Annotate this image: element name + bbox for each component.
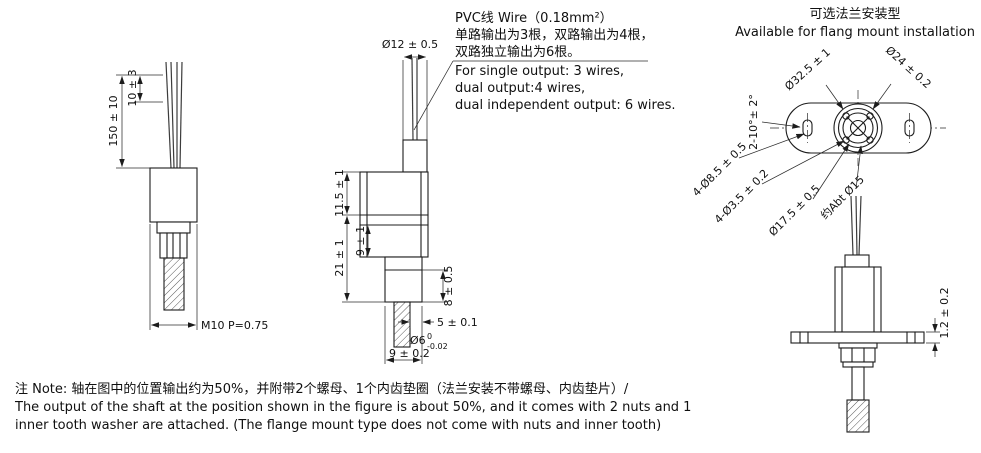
side-view-wires [411,57,418,141]
leader-17-5 [812,143,850,200]
nut-facet-lines [851,347,865,363]
side-view: Ø12 ± 0.5 11.5 ± 1 21 ± 1 [333,38,478,364]
wire-note-leader-line [413,60,454,131]
flange-side-body-lines [841,266,875,333]
flange-side-shaft [851,366,865,401]
wire-note-line-2: 单路输出为3根，双路输出为4根， [455,27,654,43]
leader-8-5 [738,133,805,159]
dim-9: 9 ± 1 [354,226,367,256]
flange-side-wires [850,195,862,256]
dim-strip-length: 10 ± 3 [126,69,139,106]
dim-shaft-tolerance-upper: 0 [427,332,432,341]
note-line-3: inner tooth washer are attached. (The fl… [15,418,661,433]
dim-17-5: Ø17.5 ± 0.5 [766,182,822,238]
flange-plate-slot-lines [799,331,916,344]
wire-note-line-1: PVC线 Wire（0.18mm²） [455,11,613,26]
dim-32-5: Ø32.5 ± 1 [782,46,833,93]
flange-title-zh: 可选法兰安装型 [809,7,900,22]
front-shaft [163,257,185,311]
wire-note: PVC线 Wire（0.18mm²） 单路输出为3根，双路输出为4根， 双路独立… [413,11,676,131]
wire-note-line-3: 双路独立输出为6根。 [455,44,580,60]
flange-side-tube [844,254,870,268]
flange-side-shaft-end [846,399,870,433]
side-wire-tube [402,139,428,173]
dim-11-5: 11.5 ± 1 [333,169,346,217]
dim-9-0-2: 9 ± 0.2 [389,347,430,360]
note-line-2: The output of the shaft at the position … [14,400,691,415]
washer-upper [838,342,878,349]
leader-32-5 [825,84,844,110]
dim-21: 21 ± 1 [333,239,346,276]
side-neck [384,256,423,303]
flange-small-holes [842,112,874,144]
front-view-extension-lines [116,74,198,330]
side-view-right-extension-lines [384,269,448,364]
wire-note-line-4: For single output: 3 wires, [455,64,624,79]
leader-abt-15 [855,145,863,190]
side-view-left-extension-lines [342,171,394,303]
wire-note-line-5: dual output:4 wires, [455,81,585,96]
flange-side-body [834,266,882,333]
leader-24 [872,83,892,110]
dim-wire-length: 150 ± 10 [107,95,120,146]
leader-slot-angle [761,121,801,129]
flange-plate [790,331,925,344]
flange-top-view: 可选法兰安装型 Available for flang mount instal… [690,7,975,239]
front-thread-lines [166,232,181,259]
note-line-1: 注 Note: 轴在图中的位置输出约为50%，并附带2个螺母、1个内齿垫圈（法兰… [15,381,629,397]
flange-title-en: Available for flang mount installation [735,25,975,40]
dim-shaft-diameter: Ø6 [410,334,426,347]
bottom-note: 注 Note: 轴在图中的位置输出约为50%，并附带2个螺母、1个内齿垫圈（法兰… [14,381,691,433]
side-view-top-extension-lines [402,60,428,140]
thread-label: M10 P=0.75 [201,319,268,332]
front-body [149,167,198,223]
front-collar [156,221,191,234]
front-view-wires [165,61,183,169]
dim-shaft-tolerance-lower: -0.02 [427,342,448,351]
dim-slot-angle: 2-10°± 2° [747,94,760,150]
front-view: 150 ± 10 10 ± 3 M10 P=0.75 [107,61,268,332]
dim-8: 8 ± 0.5 [442,266,455,307]
wire-note-line-6: dual independent output: 6 wires. [455,98,676,113]
nut [840,347,876,363]
leader-3-5 [761,140,845,185]
washer-lower [842,361,874,368]
side-shaft [393,301,411,348]
dim-5: 5 ± 0.1 [437,316,478,329]
dim-top-diameter: Ø12 ± 0.5 [382,38,438,51]
dim-plate-thickness: 1.2 ± 0.2 [938,287,951,338]
flange-ear-slots [802,113,915,143]
flange-side-view: 1.2 ± 0.2 [790,195,951,433]
